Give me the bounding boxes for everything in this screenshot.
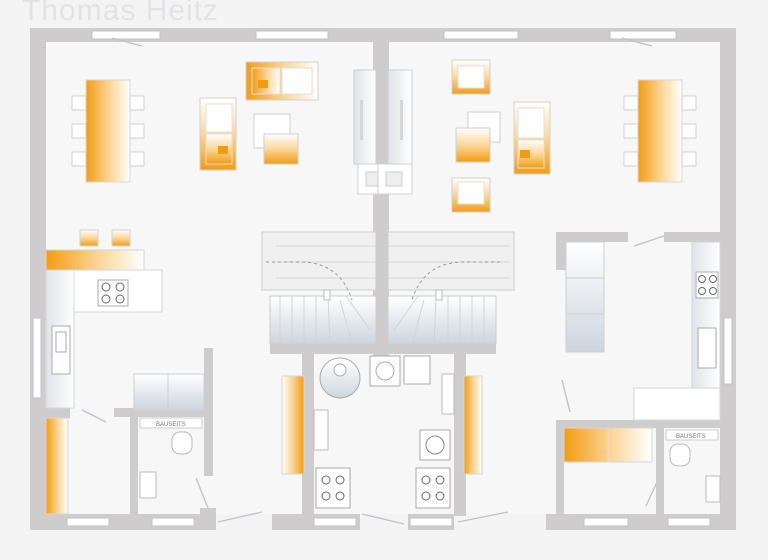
armchairs-left-bath: [133, 373, 205, 411]
living-right: [451, 59, 551, 213]
staircase-left: [261, 231, 377, 345]
wardrobe-right: [377, 69, 413, 195]
kitchen-left: [45, 229, 163, 409]
bauseits-label-right: BAUSEITS: [676, 434, 706, 440]
interior-walls: [46, 40, 720, 516]
bathroom-left: BAUSEITS: [45, 417, 203, 515]
utility-center: [281, 355, 483, 509]
kitchen-right: [565, 241, 721, 421]
door-openings: [216, 514, 546, 530]
sofa-left: [199, 61, 319, 171]
bauseits-label-left: BAUSEITS: [156, 422, 186, 428]
dining-table-right: [623, 79, 697, 183]
bathroom-right: BAUSEITS: [563, 427, 721, 503]
dining-table-left: [71, 79, 145, 183]
staircase-right: [387, 231, 515, 345]
watermark-text: Thomas Heitz: [22, 0, 220, 27]
windows: [32, 30, 733, 527]
